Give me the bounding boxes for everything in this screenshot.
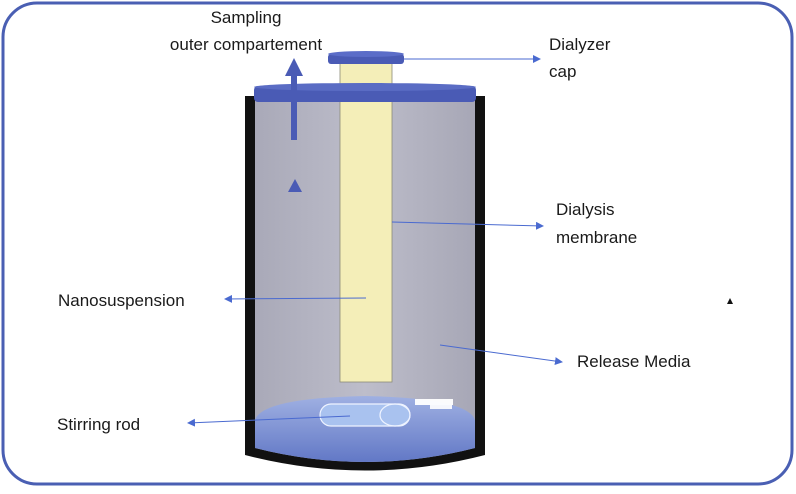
dialysis-membrane-tube: [339, 61, 393, 383]
label-sampling-line2: outer compartement: [170, 35, 322, 54]
nanosuspension-pointer: [224, 294, 367, 303]
label-dialysis-line1: Dialysis: [556, 200, 615, 219]
small-triangle-mark: [727, 298, 733, 304]
label-stirring-rod: Stirring rod: [57, 415, 140, 434]
sampling-triangle-marker: [288, 179, 302, 192]
label-dialysis-line2: membrane: [556, 228, 637, 247]
label-release-media: Release Media: [577, 352, 691, 371]
label-dialyzer-line2: cap: [549, 62, 576, 81]
sampling-arrow: [285, 58, 303, 140]
release-media-pointer: [439, 344, 563, 365]
label-sampling-line1: Sampling: [211, 8, 282, 27]
dialysis-membrane-pointer: [391, 221, 544, 230]
vessel-lid: [254, 83, 476, 102]
reflection-highlight: [415, 399, 453, 405]
stirring-rod: [319, 403, 411, 427]
label-nanosuspension: Nanosuspension: [58, 291, 185, 310]
release-media-bottom: [255, 396, 475, 462]
label-dialyzer-line1: Dialyzer: [549, 35, 611, 54]
stirring-rod-pointer: [187, 415, 351, 427]
dialyzer-cap: [328, 51, 404, 64]
